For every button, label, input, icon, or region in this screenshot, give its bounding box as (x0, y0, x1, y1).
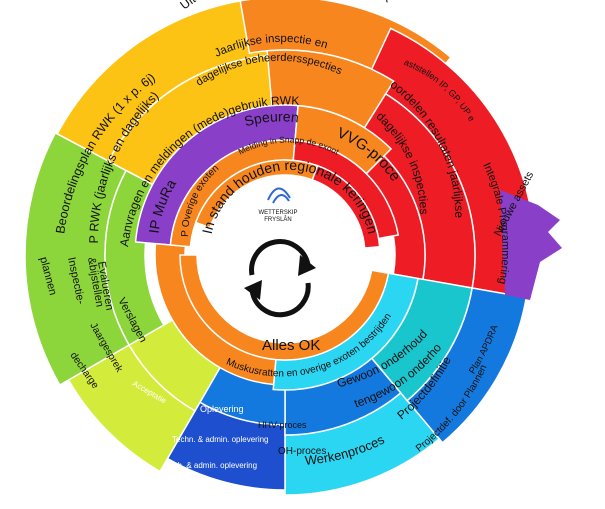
logo-line1: WETTERSKIP (258, 210, 297, 216)
label-oh-proces: OH-proces (278, 446, 326, 457)
label-techn-admin-1: Techn. & admin. oplevering (172, 435, 269, 444)
logo-line2: FRYSLÂN (264, 216, 292, 223)
label-hhv-proces: HHV-proces (258, 420, 307, 430)
label-techn-admin-2: Tech. & admin. oplevering (165, 461, 257, 470)
label-alles-ok: Alles OK (262, 337, 320, 354)
label-oplevering: Oplevering (200, 404, 244, 414)
nieuwe-assets-ribbon (500, 190, 562, 300)
label-speuren: Speuren (242, 108, 299, 129)
nieuwe-assets-arrow (500, 190, 562, 300)
ring-segments (24, 0, 536, 496)
wetterskip-logo: WETTERSKIP FRYSLÂN (258, 187, 298, 223)
segment-4-orange-b (179, 254, 390, 361)
center-disc (205, 175, 365, 335)
logo-wave-icon (267, 187, 291, 204)
cycle-arrows-icon (244, 239, 316, 318)
